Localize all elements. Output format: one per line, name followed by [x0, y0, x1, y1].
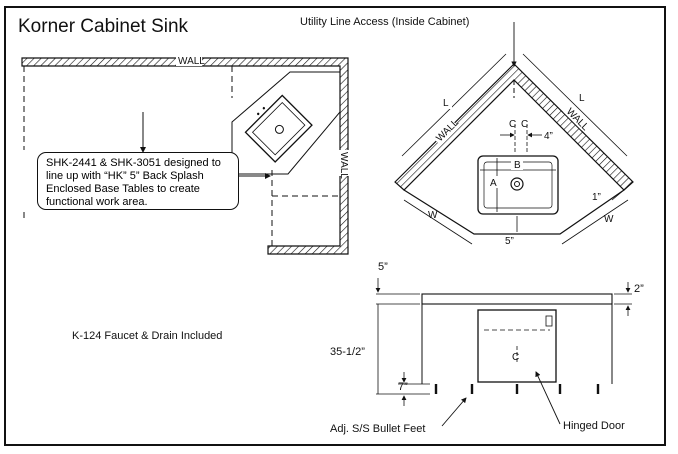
- centerline-mark-2: C: [521, 119, 528, 130]
- elevation-dim-35-label: 35-1/2”: [330, 346, 365, 358]
- elevation-door: [477, 309, 557, 383]
- door-handle-icon: [545, 315, 553, 327]
- page-title: Korner Cabinet Sink: [18, 16, 189, 37]
- dim-4-label: 4”: [544, 131, 553, 142]
- plan-note-box: SHK-2441 & SHK-3051 designed to line up …: [37, 152, 239, 210]
- dim-L-left-label: L: [443, 98, 449, 109]
- plan-wall: [21, 57, 349, 255]
- faucet-note: K-124 Faucet & Drain Included: [72, 330, 223, 342]
- dim-B-label: B: [514, 160, 521, 171]
- dim-L-right-label: L: [579, 93, 585, 104]
- plan-view: WALL WALL: [21, 56, 349, 255]
- plan-wall-label-bg: [176, 56, 202, 66]
- dim-W-left-label: W: [428, 210, 438, 221]
- elevation-dim-7-label: 7”: [398, 381, 408, 393]
- bullet-feet-label: Adj. S/S Bullet Feet: [330, 423, 426, 435]
- elevation-centerline-mark: C: [512, 352, 519, 363]
- plan-wall-top-label: WALL: [178, 56, 205, 67]
- elevation-backsplash: [421, 293, 613, 305]
- plan-wall-side-label: WALL: [338, 152, 349, 179]
- centerline-mark-1: C: [509, 119, 516, 130]
- dim-A-label: A: [490, 178, 497, 189]
- dim-1-label: 1”: [592, 192, 601, 203]
- elevation-dim-2-label: 2”: [634, 283, 644, 295]
- dim-W-right-label: W: [604, 214, 614, 225]
- utility-line-label: Utility Line Access (Inside Cabinet): [300, 16, 470, 28]
- plan-sink: [244, 94, 313, 163]
- top-sink-bowl: [477, 155, 559, 215]
- plan-note-text: SHK-2441 & SHK-3051 designed to line up …: [46, 157, 221, 208]
- front-elevation: C: [375, 278, 632, 427]
- corner-top-view: WALL WALL C C 4” B A 5”: [394, 22, 634, 247]
- dim-5-top-label: 5”: [505, 236, 514, 247]
- hinged-door-label: Hinged Door: [563, 420, 625, 432]
- elevation-dim-5-label: 5”: [378, 261, 388, 273]
- drain-icon: [510, 177, 524, 191]
